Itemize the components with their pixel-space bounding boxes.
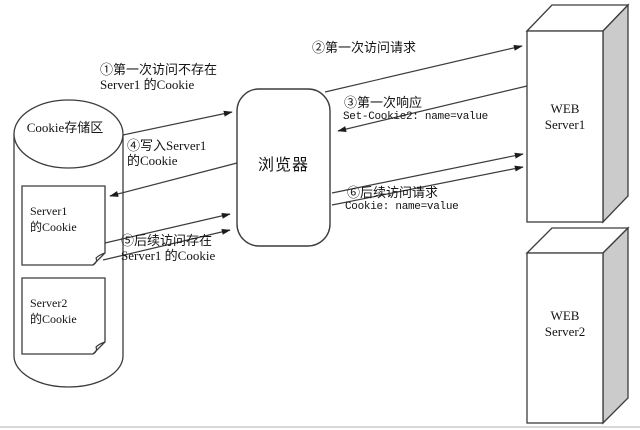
browser-box	[236, 88, 331, 247]
browser-label: 浏览器	[257, 157, 309, 174]
arrow-step5-doc1-to-browser-a	[104, 212, 231, 244]
flow-step6-title: ⑥后续访问请求	[347, 185, 439, 200]
web-server2-box-side	[602, 226, 629, 425]
arrow-step3-server1-to-browser	[337, 85, 528, 133]
web-server2-label: WEB Server2	[544, 308, 586, 339]
server2-cookie-document-fold	[92, 341, 106, 355]
flow-step2-label: ②第一次访问请求	[312, 40, 417, 55]
cookie-storage-label: Cookie存储区	[26, 120, 104, 135]
arrow-step6-browser-to-server1-a	[331, 152, 524, 194]
web-server2-box-front	[526, 252, 604, 424]
server1-cookie-document-fold	[92, 252, 106, 266]
flow-step5-label: ⑤后续访问存在 Server1 的Cookie	[121, 233, 216, 263]
arrow-step5-doc1-to-browser-b	[102, 228, 231, 261]
flow-step6-cookie-header: Cookie: name=value	[345, 201, 459, 213]
web-server1-box-side	[602, 3, 629, 224]
arrow-step6-browser-to-server1-b	[331, 165, 524, 206]
server1-cookie-doc-label: Server1 的Cookie	[30, 204, 77, 234]
flow-step3-set-cookie-header: Set-Cookie2: name=value	[343, 111, 488, 123]
server2-cookie-document	[21, 277, 106, 355]
web-server1-box-front	[526, 30, 604, 223]
server2-cookie-doc-label: Server2 的Cookie	[30, 296, 77, 326]
arrow-step1-storage-to-browser	[122, 110, 233, 136]
web-server1-label: WEB Server1	[544, 101, 586, 132]
flow-step3-title: ③第一次响应	[344, 95, 423, 110]
flow-step1-label: ①第一次访问不存在 Server1 的Cookie	[100, 62, 218, 92]
cookie-storage-cylinder-top	[13, 99, 124, 169]
arrow-step2-browser-to-server1	[324, 44, 523, 93]
flow-step4-label: ④写入Server1 的Cookie	[127, 138, 207, 168]
server1-cookie-document	[21, 185, 106, 266]
arrow-step4-browser-to-doc1	[109, 162, 238, 197]
